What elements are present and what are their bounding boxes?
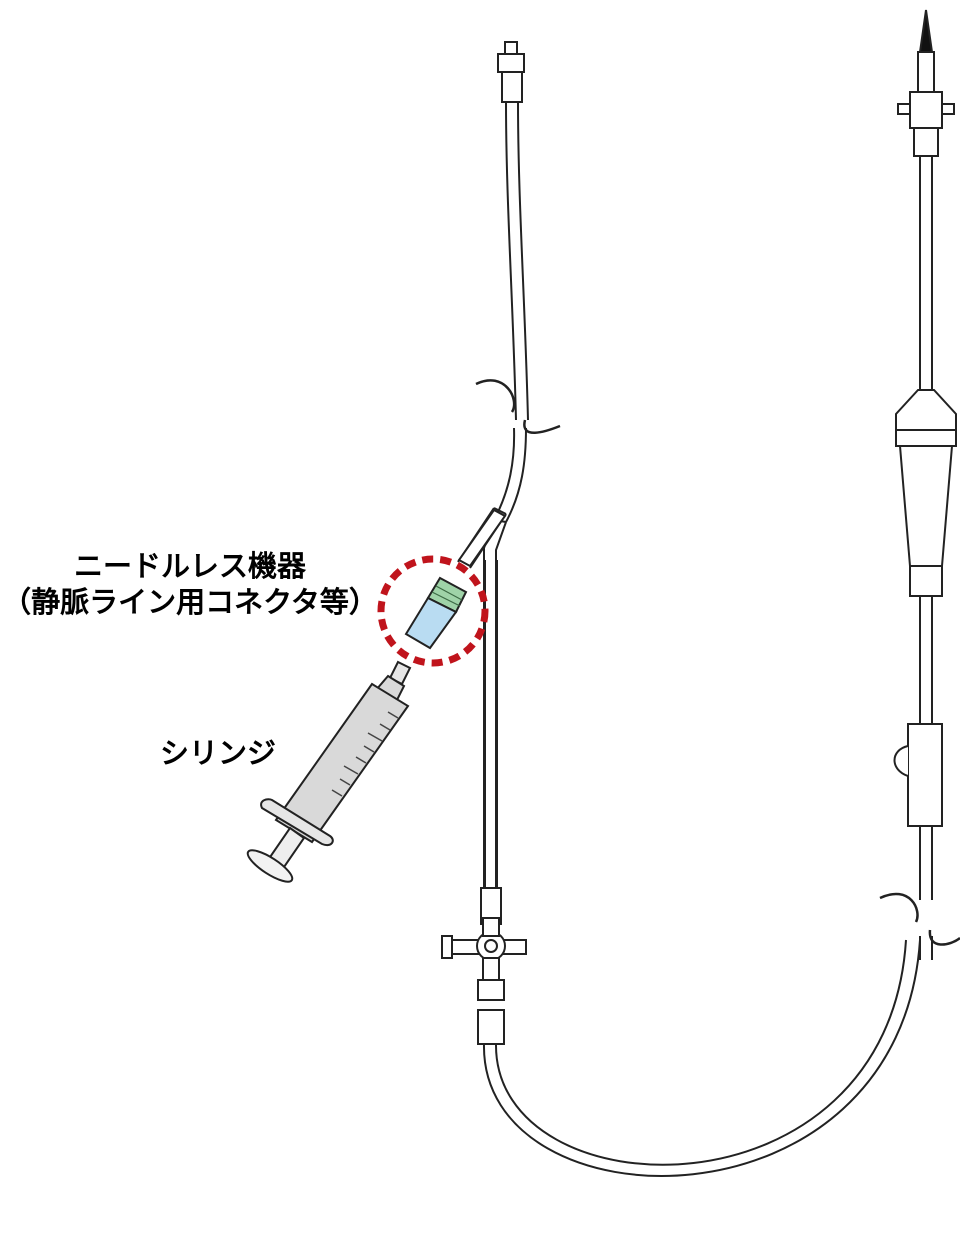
y-junction [483, 519, 507, 900]
tube-bottom-right [919, 936, 933, 960]
syringe-flange [260, 798, 334, 846]
connector-green-ridges [431, 585, 463, 607]
needleless-connector [404, 576, 468, 650]
needleless-device-title: ニードルレス機器 [73, 549, 306, 583]
syringe-graduations [331, 711, 399, 797]
tube-upper-right [919, 156, 933, 390]
needleless-device-label: ニードルレス機器 （静脈ライン用コネクタ等） [0, 548, 380, 620]
spike-base [913, 127, 939, 157]
spike-shaft [917, 51, 935, 93]
tube-mid-left [493, 427, 527, 523]
drip-chamber-band [895, 429, 957, 447]
drip-chamber-top [895, 389, 957, 435]
highlight-circle [377, 555, 489, 667]
top-cap [504, 41, 518, 55]
drip-chamber-body [898, 445, 954, 567]
tube-u-loop [482, 939, 921, 1177]
syringe-label: シリンジ [160, 736, 277, 770]
spike-collar [909, 91, 943, 129]
spike-icon [918, 9, 934, 53]
iv-line-right [879, 9, 960, 960]
needleless-device-note: （静脈ライン用コネクタ等） [2, 585, 378, 619]
syringe [246, 660, 412, 883]
tube-upper-left [505, 101, 529, 421]
roller-clamp-wheel [893, 745, 909, 777]
three-way-stopcock [441, 917, 527, 1045]
tube-mid-right [919, 596, 933, 724]
iv-line-left [441, 41, 921, 1177]
syringe-barrel [274, 682, 410, 844]
drip-chamber-outlet [909, 565, 943, 597]
roller-clamp [907, 723, 943, 827]
break-mark-right [879, 892, 960, 946]
syringe-thumb-rest [246, 849, 294, 883]
tube-lower-right [919, 826, 933, 900]
connector-blue-body [404, 596, 458, 650]
break-mark-left [475, 379, 561, 434]
y-branch-fill [457, 508, 507, 568]
top-connector [501, 71, 523, 103]
top-cap-hub [497, 53, 525, 73]
